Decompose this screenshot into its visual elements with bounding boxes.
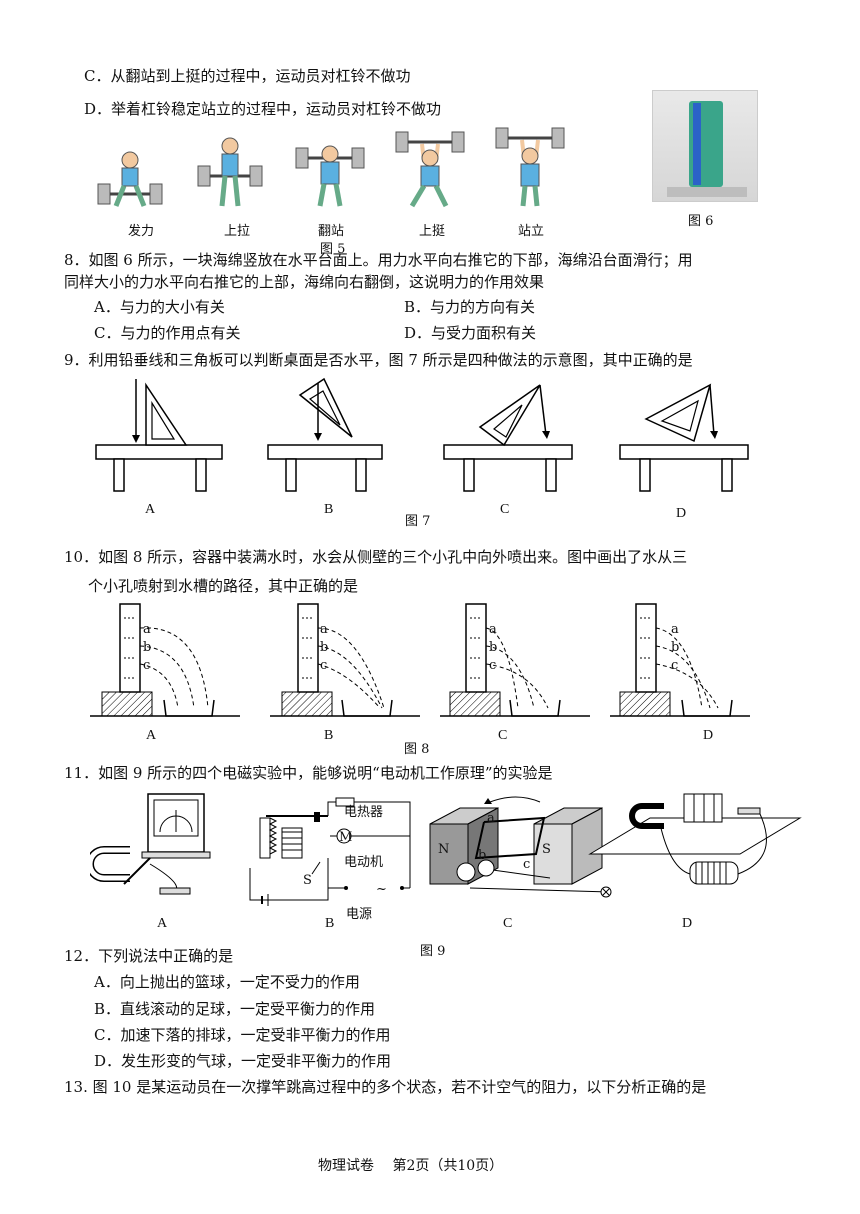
- fig8-a-hole-b: b: [143, 640, 152, 655]
- fig8-label-b: B: [324, 728, 334, 743]
- q13-stem: 13. 图 10 是某运动员在一次撑竿跳高过程中的多个状态，若不计空气的阻力，以…: [64, 1078, 707, 1096]
- fig8-label-d: D: [703, 728, 714, 743]
- fig8-label-a: A: [146, 728, 157, 743]
- fig9-option-b-relay: [249, 797, 411, 906]
- fig8-option-b: [270, 603, 420, 717]
- q8-option-a: A．与力的大小有关: [94, 298, 225, 316]
- fig9-label-a: A: [157, 916, 168, 931]
- q9-stem: 9．利用铅垂线和三角板可以判断桌面是否水平，图 7 所示是四种做法的示意图，其中…: [64, 351, 693, 369]
- fig8-option-a: [90, 603, 240, 717]
- fig9-motor-symbol: M: [339, 830, 353, 845]
- fig9-n-pole: N: [438, 842, 450, 857]
- fig7-label-d: D: [676, 506, 687, 521]
- q8-option-c: C．与力的作用点有关: [94, 324, 241, 342]
- figure-6-sponge-photo: [652, 90, 758, 202]
- fig8-a-hole-a: a: [143, 622, 151, 637]
- fig7-option-b: [267, 377, 383, 492]
- fig9-coil-b: b: [478, 848, 487, 863]
- q12-option-c: C．加速下落的排球，一定受非平衡力的作用: [94, 1026, 391, 1044]
- fig9-label-b: B: [325, 916, 335, 931]
- q11-stem: 11．如图 9 所示的四个电磁实验中，能够说明“电动机工作原理”的实验是: [64, 764, 553, 782]
- q12-option-d: D．发生形变的气球，一定受非平衡力的作用: [94, 1052, 392, 1070]
- q8-stem-line2: 同样大小的力水平向右推它的上部，海绵向右翻倒，这说明力的作用效果: [64, 273, 545, 291]
- fig7-label-b: B: [324, 502, 334, 517]
- fig7-option-c: [443, 384, 573, 492]
- fig8-c-hole-b: b: [489, 640, 498, 655]
- q7-option-d: D．举着杠铃稳定站立的过程中，运动员对杠铃不做功: [84, 100, 442, 118]
- fig8-d-hole-c: c: [671, 658, 679, 673]
- table-top: [667, 187, 747, 197]
- fig8-d-hole-a: a: [671, 622, 679, 637]
- fig7-option-a: [95, 379, 223, 492]
- q10-stem-line1: 10．如图 8 所示，容器中装满水时，水会从侧壁的三个小孔中向外喷出来。图中画出…: [64, 548, 688, 566]
- q8-option-d: D．与受力面积有关: [404, 324, 537, 342]
- lifter-stage-1: [97, 151, 163, 207]
- fig8-label-c: C: [498, 728, 508, 743]
- lifter-stage-5: [495, 127, 565, 207]
- fig7-label-a: A: [145, 502, 156, 517]
- stage-label-1: 发力: [128, 224, 155, 239]
- q8-option-b: B．与力的方向有关: [404, 298, 536, 316]
- figure-8-water-jets: [90, 603, 750, 717]
- stage-label-2: 上拉: [224, 224, 251, 239]
- fig8-c-hole-a: a: [489, 622, 497, 637]
- figure-9-caption: 图 9: [420, 944, 446, 959]
- figure-6-caption: 图 6: [688, 214, 714, 229]
- stage-label-5: 站立: [518, 224, 545, 239]
- fig9-switch-label: S: [303, 873, 312, 888]
- lifter-stage-3: [295, 145, 365, 207]
- fig8-b-hole-a: a: [320, 622, 328, 637]
- fig8-b-hole-c: c: [320, 658, 328, 673]
- fig8-option-d: [610, 603, 750, 717]
- fig9-coil-a: a: [487, 811, 495, 826]
- figure-7-plumb-line: [95, 377, 749, 492]
- fig8-c-hole-c: c: [489, 658, 497, 673]
- page-footer: 物理试卷 第2页（共10页）: [318, 1158, 504, 1174]
- stage-label-4: 上挺: [419, 224, 446, 239]
- fig9-power-label: 电源: [346, 907, 373, 922]
- fig9-label-d: D: [682, 916, 693, 931]
- q12-option-b: B．直线滚动的足球，一定受平衡力的作用: [94, 1000, 376, 1018]
- figure-5-weightlifting: [97, 127, 565, 208]
- lifter-stage-2: [197, 137, 263, 207]
- fig9-option-a-galvanometer: [90, 793, 211, 895]
- lifter-stage-4: [395, 131, 465, 208]
- q12-stem: 12．下列说法中正确的是: [64, 947, 234, 965]
- fig7-label-c: C: [500, 502, 510, 517]
- fig8-d-hole-b: b: [671, 640, 680, 655]
- fig8-b-hole-b: b: [320, 640, 329, 655]
- figure-5-caption: 图 5: [320, 242, 346, 257]
- figure-7-caption: 图 7: [405, 514, 431, 529]
- fig9-motor-label: 电动机: [344, 855, 384, 870]
- figure-8-caption: 图 8: [404, 742, 430, 757]
- fig8-a-hole-c: c: [143, 658, 151, 673]
- q8-stem-line1: 8．如图 6 所示，一块海绵竖放在水平台面上。用力水平向右推它的下部，海绵沿台面…: [64, 251, 693, 269]
- figure-9-electromagnetic-experiments: [90, 793, 802, 906]
- fig9-option-c-coil-magnet: [429, 796, 612, 898]
- fig9-option-d-battery-coil: [588, 793, 802, 885]
- q7-option-c: C．从翻站到上挺的过程中，运动员对杠铃不做功: [84, 67, 411, 85]
- sponge-blue-stripe: [693, 103, 701, 185]
- fig8-option-c: [440, 603, 590, 717]
- fig9-label-c: C: [503, 916, 513, 931]
- fig7-option-d: [619, 383, 749, 492]
- fig9-coil-c: c: [523, 857, 531, 872]
- fig9-heater-label: 电热器: [344, 805, 384, 820]
- fig9-s-pole: S: [542, 842, 551, 857]
- q10-stem-line2: 个小孔喷射到水槽的路径，其中正确的是: [88, 577, 359, 595]
- q12-option-a: A．向上抛出的篮球，一定不受力的作用: [94, 973, 360, 991]
- fig9-power-symbol: ~: [376, 882, 387, 897]
- stage-label-3: 翻站: [318, 224, 345, 239]
